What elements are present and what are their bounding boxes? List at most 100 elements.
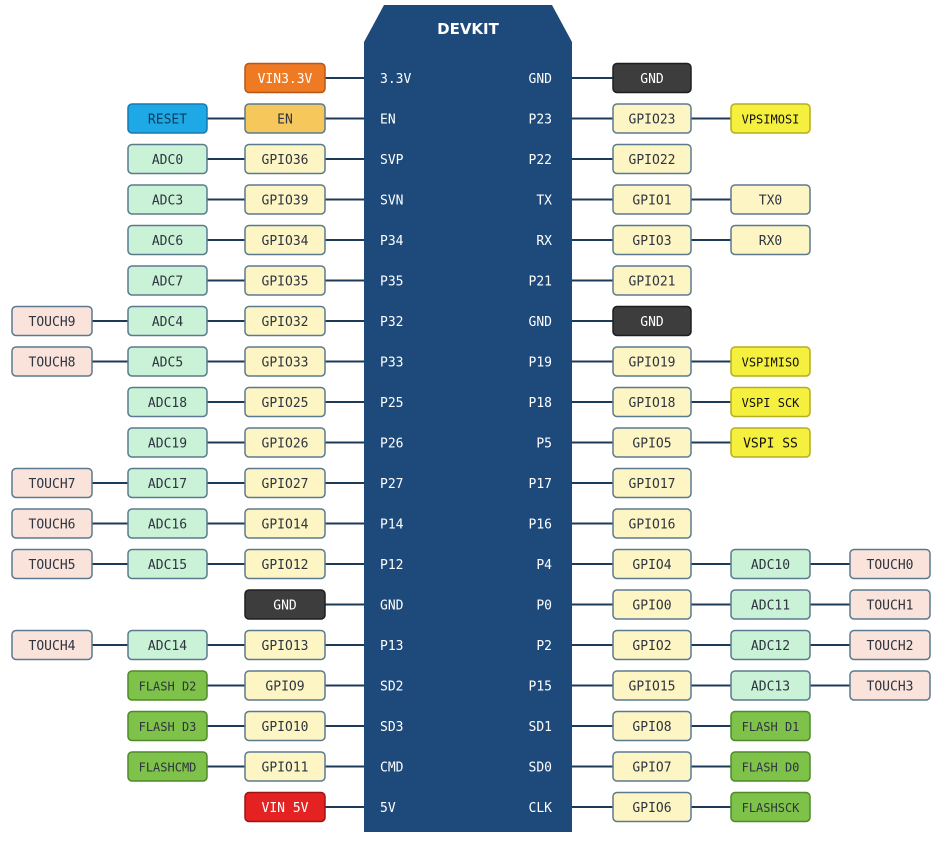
label-box — [127, 265, 208, 296]
pin-name-right-rx: RX — [536, 234, 552, 249]
label-box — [244, 467, 326, 499]
label-box — [730, 224, 811, 256]
gpio-label-gpio17: GPIO17 — [612, 467, 692, 499]
label-text: GPIO15 — [629, 680, 676, 695]
label-text: VPSIMOSI — [742, 113, 800, 127]
label-text: TOUCH0 — [867, 558, 914, 573]
label-text: TX0 — [759, 194, 782, 209]
reset-label-reset: RESET — [127, 103, 208, 134]
flash-label-flashsck: FLASHSCK — [730, 791, 811, 823]
pin-name-right-sd1: SD1 — [529, 720, 552, 735]
label-text: VSPIMISO — [742, 356, 800, 370]
label-box — [849, 670, 931, 701]
gpio-label-gpio18: GPIO18 — [612, 386, 692, 418]
label-text: ADC12 — [751, 639, 790, 654]
pin-name-left-p13: P13 — [380, 639, 403, 654]
gpio-label-gpio16: GPIO16 — [612, 508, 692, 539]
label-text: GPIO18 — [629, 396, 676, 411]
pin-name-left-en: EN — [380, 113, 396, 128]
label-text: GPIO23 — [629, 113, 676, 128]
label-text: GPIO7 — [632, 761, 671, 776]
adc-label-adc6: ADC6 — [127, 224, 208, 256]
label-box — [244, 184, 326, 215]
pin-name-left-5v: 5V — [380, 801, 396, 816]
label-box-layer: VIN3.3VENRESETGPIO36ADC0GPIO39ADC3GPIO34… — [11, 62, 931, 823]
vspi-label-vspi-ss: VSPI SS — [730, 427, 811, 458]
flash-label-flash-d0: FLASH D0 — [730, 751, 811, 782]
touch-label-touch6: TOUCH6 — [11, 508, 93, 539]
gpio-label-gpio8: GPIO8 — [612, 710, 692, 742]
serial-label-rx0: RX0 — [730, 224, 811, 256]
pin-name-right-p16: P16 — [529, 518, 552, 533]
label-box — [244, 103, 326, 134]
label-box — [612, 346, 692, 377]
gpio-label-gpio12: GPIO12 — [244, 548, 326, 580]
adc-label-adc4: ADC4 — [127, 305, 208, 337]
label-box — [11, 305, 93, 337]
label-text: GPIO16 — [629, 518, 676, 533]
label-box — [127, 670, 208, 701]
label-text: TOUCH8 — [29, 356, 76, 371]
gpio-label-gpio34: GPIO34 — [244, 224, 326, 256]
adc-label-adc15: ADC15 — [127, 548, 208, 580]
gpio-label-gpio5: GPIO5 — [612, 427, 692, 458]
pin-name-left-p33: P33 — [380, 356, 403, 371]
flash-label-flash-d1: FLASH D1 — [730, 710, 811, 742]
gpio-label-gpio27: GPIO27 — [244, 467, 326, 499]
pin-name-right-p23: P23 — [529, 113, 552, 128]
label-box — [612, 224, 692, 256]
label-text: ADC3 — [152, 194, 183, 209]
label-box — [244, 265, 326, 296]
label-text: GPIO25 — [262, 396, 309, 411]
label-box — [244, 143, 326, 175]
label-box — [849, 629, 931, 661]
label-box — [612, 508, 692, 539]
label-box — [730, 670, 811, 701]
gpio-label-gpio33: GPIO33 — [244, 346, 326, 377]
label-text: GPIO35 — [262, 275, 309, 290]
label-box — [730, 346, 811, 377]
vin5-label-vin-5v: VIN 5V — [244, 791, 326, 823]
label-text: GPIO17 — [629, 477, 676, 492]
label-text: GPIO10 — [262, 720, 309, 735]
gpio-label-gpio32: GPIO32 — [244, 305, 326, 337]
label-box — [612, 143, 692, 175]
label-text: GPIO1 — [632, 194, 671, 209]
pin-name-left-p12: P12 — [380, 558, 403, 573]
label-box — [127, 305, 208, 337]
label-box — [730, 791, 811, 823]
label-box — [244, 224, 326, 256]
pin-name-left-3-3v: 3.3V — [380, 72, 411, 87]
label-box — [730, 751, 811, 782]
label-box — [127, 427, 208, 458]
label-text: ADC17 — [148, 477, 187, 492]
label-box — [127, 548, 208, 580]
label-text: TOUCH7 — [29, 477, 76, 492]
gpio-label-gpio0: GPIO0 — [612, 589, 692, 620]
gpio-label-gpio25: GPIO25 — [244, 386, 326, 418]
adc-label-adc11: ADC11 — [730, 589, 811, 620]
label-text: GPIO8 — [632, 720, 671, 735]
pin-name-right-p21: P21 — [529, 275, 552, 290]
label-text: GPIO14 — [262, 518, 309, 533]
label-text: ADC11 — [751, 599, 790, 614]
label-box — [127, 386, 208, 418]
label-box — [612, 305, 692, 337]
label-text: VIN 5V — [262, 801, 309, 816]
label-text: GPIO6 — [632, 801, 671, 816]
gpio-label-gpio11: GPIO11 — [244, 751, 326, 782]
label-box — [127, 710, 208, 742]
label-text: RESET — [148, 113, 187, 128]
pin-name-left-p34: P34 — [380, 234, 404, 249]
label-box — [244, 548, 326, 580]
label-text: GPIO34 — [262, 234, 309, 249]
label-text: ADC4 — [152, 315, 183, 330]
pin-name-right-p17: P17 — [529, 477, 552, 492]
vspi-label-vspi-sck: VSPI SCK — [730, 386, 811, 418]
gpio-label-gpio39: GPIO39 — [244, 184, 326, 215]
label-text: TOUCH9 — [29, 315, 76, 330]
gpio-label-gpio15: GPIO15 — [612, 670, 692, 701]
label-text: FLASH D2 — [139, 680, 197, 694]
adc-label-adc13: ADC13 — [730, 670, 811, 701]
